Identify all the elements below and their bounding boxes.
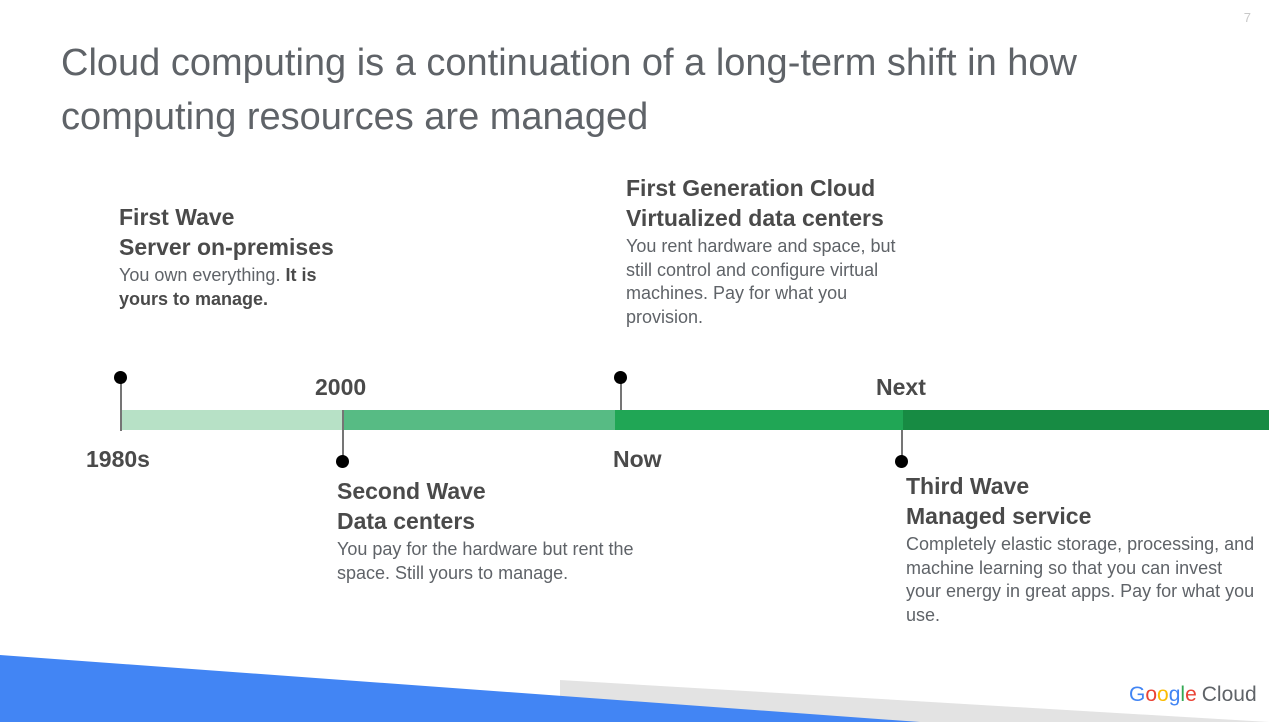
timeline-label-now: Now bbox=[613, 446, 662, 472]
timeline-segment-1980s bbox=[121, 410, 342, 430]
slide-title: Cloud computing is a continuation of a l… bbox=[61, 42, 1077, 138]
timeline-label-next: Next bbox=[876, 374, 926, 400]
slide-number: 7 bbox=[1243, 10, 1251, 25]
event-description: You rent hardware and space, but still c… bbox=[626, 236, 896, 327]
timeline-label-1980s: 1980s bbox=[86, 446, 150, 472]
timeline-marker-first-wave bbox=[114, 371, 127, 384]
event-subheading: Virtualized data centers bbox=[626, 205, 884, 231]
footer-decoration bbox=[0, 655, 1269, 722]
timeline-segment-2000 bbox=[342, 410, 615, 430]
event-description: You own everything. It is yours to manag… bbox=[119, 265, 317, 309]
timeline-connector bbox=[120, 379, 122, 431]
event-description: Completely elastic storage, processing, … bbox=[906, 534, 1255, 625]
event-heading: First Generation Cloud bbox=[626, 175, 876, 201]
footer-blue-wedge bbox=[0, 655, 920, 722]
event-first-generation-cloud: First Generation Cloud Virtualized data … bbox=[626, 173, 926, 329]
event-subheading: Data centers bbox=[337, 508, 476, 534]
timeline-marker-first-generation-cloud bbox=[614, 371, 627, 384]
event-first-wave: First Wave Server on-premises You own ev… bbox=[119, 202, 369, 311]
event-heading: Third Wave bbox=[906, 473, 1030, 499]
event-description: You pay for the hardware but rent the sp… bbox=[337, 539, 634, 583]
timeline-label-2000: 2000 bbox=[315, 374, 367, 400]
timeline-segment-next bbox=[903, 410, 1269, 430]
timeline-segment-now bbox=[615, 410, 903, 430]
event-third-wave: Third Wave Managed service Completely el… bbox=[906, 471, 1256, 627]
timeline-connector bbox=[620, 379, 622, 410]
timeline-connector bbox=[901, 430, 903, 461]
timeline-connector bbox=[342, 410, 344, 461]
timeline-marker-second-wave bbox=[336, 455, 349, 468]
event-subheading: Managed service bbox=[906, 503, 1092, 529]
event-heading: Second Wave bbox=[337, 478, 486, 504]
event-second-wave: Second Wave Data centers You pay for the… bbox=[337, 476, 637, 585]
timeline-marker-third-wave bbox=[895, 455, 908, 468]
event-subheading: Server on-premises bbox=[119, 234, 334, 260]
event-heading: First Wave bbox=[119, 204, 235, 230]
